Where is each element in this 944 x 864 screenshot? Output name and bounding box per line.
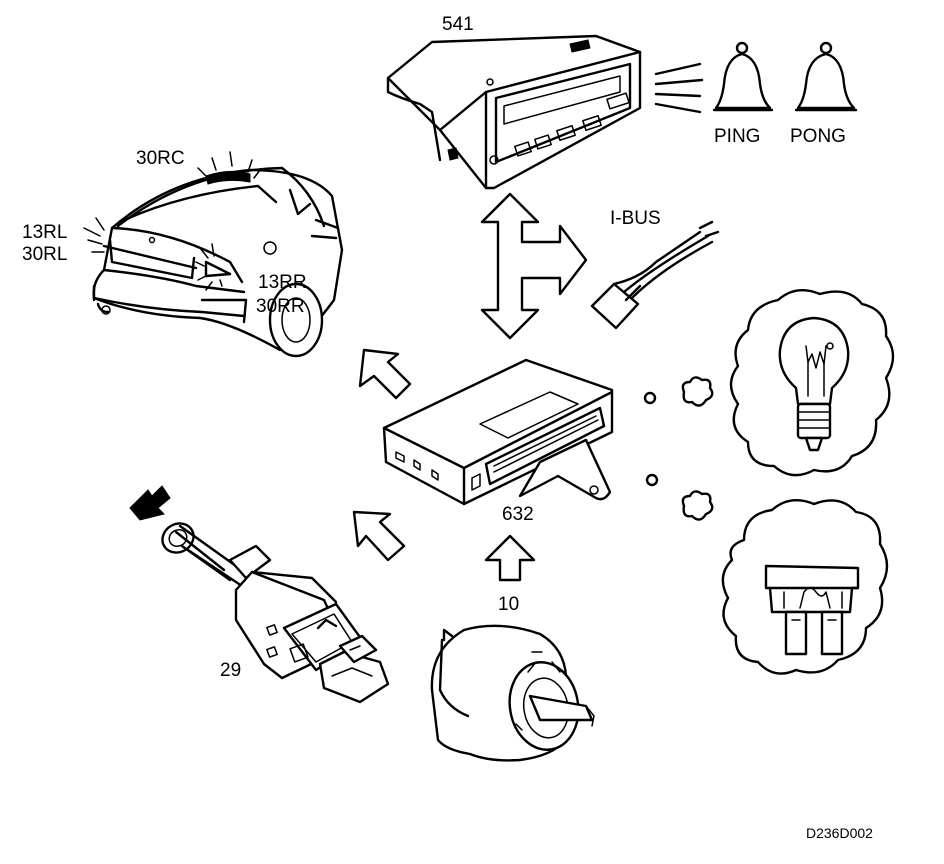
brake-switch-label: 29 [220, 660, 241, 681]
fuse-icon [764, 564, 860, 656]
arrow-from-brake-switch [352, 510, 406, 562]
ping-label: PING [714, 126, 760, 147]
thought-puffs [643, 376, 714, 521]
control-module-label: 632 [502, 504, 534, 525]
bell-pong-icon [794, 41, 858, 112]
lamp-30rc-label: 30RC [136, 148, 185, 169]
ibus-label: I-BUS [610, 208, 661, 229]
light-switch-10 [430, 624, 595, 762]
control-module-632 [382, 358, 614, 506]
lamp-30rr-label: 30RR [256, 296, 305, 317]
display-unit-541 [386, 34, 704, 190]
pong-label: PONG [790, 126, 846, 147]
bulb-bubble [729, 288, 895, 477]
light-switch-label: 10 [498, 594, 519, 615]
arrow-from-light-switch [484, 534, 536, 582]
car-rear-view [83, 151, 344, 358]
ibus-connector [590, 220, 720, 330]
brake-switch-29 [129, 485, 390, 704]
lamp-13rr-label: 13RR [258, 272, 307, 293]
bus-arrow [480, 192, 588, 340]
lamp-13rl-label: 13RL [22, 222, 67, 243]
figure-code: D236D002 [806, 825, 873, 841]
bell-ping-icon [712, 41, 774, 112]
arrow-to-lamps [358, 348, 412, 400]
lamp-30rl-label: 30RL [22, 244, 67, 265]
bulb-icon [778, 316, 850, 452]
fuse-bubble [721, 498, 889, 675]
press-direction-arrow-icon [129, 485, 171, 521]
display-unit-label: 541 [442, 14, 474, 35]
